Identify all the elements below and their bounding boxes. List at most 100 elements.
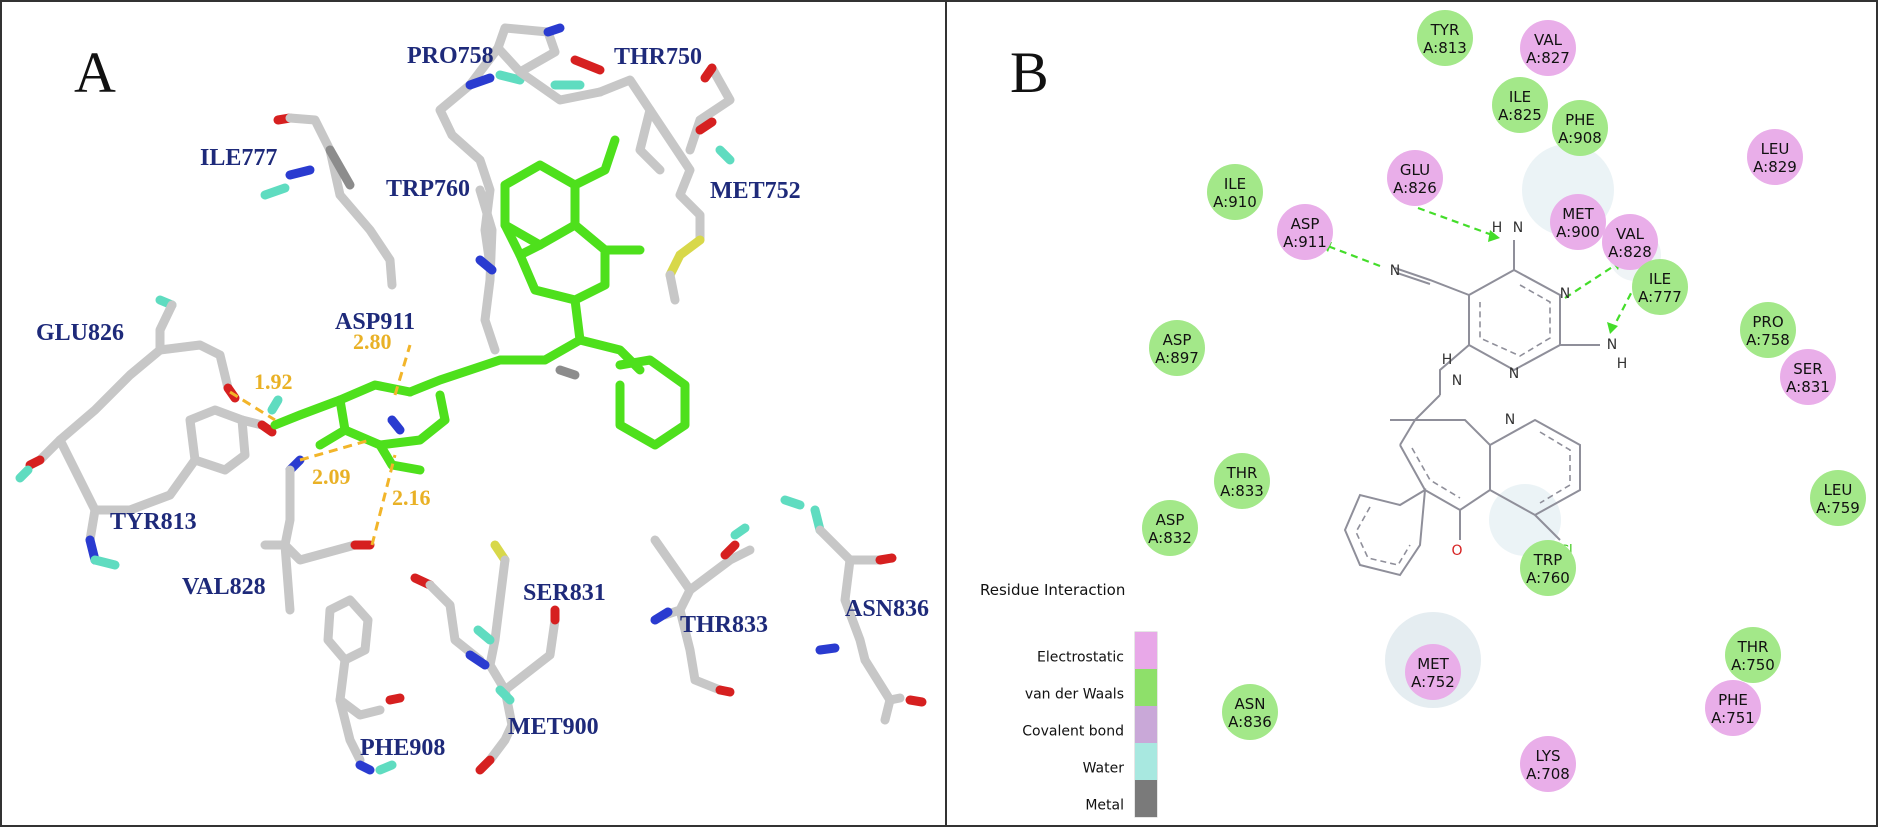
residue-id: A:758: [1746, 331, 1790, 349]
label-glu826: GLU826: [36, 320, 124, 346]
residue-circle: [1405, 644, 1461, 700]
atom-n-right: N: [1607, 337, 1617, 353]
residue-circle: [1780, 349, 1836, 405]
residue-name: TRP: [1533, 551, 1563, 569]
panel-b-letter: B: [1010, 40, 1049, 105]
residue-name: LEU: [1761, 140, 1790, 158]
residue-name: ASN: [1234, 695, 1265, 713]
legend-label-water: Water: [1083, 761, 1125, 777]
label-asn836: ASN836: [845, 596, 929, 622]
residue-id: A:752: [1411, 673, 1455, 691]
residue-name: ILE: [1509, 88, 1531, 106]
legend-swatch-water: [1135, 743, 1157, 780]
residue-id: A:828: [1608, 243, 1652, 261]
legend-title: Residue Interaction: [980, 581, 1125, 599]
residue-id: A:759: [1816, 499, 1860, 517]
residue-id: A:897: [1155, 349, 1199, 367]
residue-circle: [1214, 453, 1270, 509]
atom-n-top: N: [1513, 220, 1523, 236]
residue-id: A:900: [1556, 223, 1600, 241]
label-met752: MET752: [710, 178, 801, 204]
legend-swatch-metal: [1135, 780, 1157, 817]
residue-id: A:750: [1731, 656, 1775, 674]
label-val828: VAL828: [182, 574, 266, 600]
residue-id: A:833: [1220, 482, 1264, 500]
residue-name: MET: [1417, 655, 1449, 673]
residue-id: A:751: [1711, 709, 1755, 727]
residue-name: GLU: [1400, 161, 1430, 179]
atom-h-right: H: [1617, 356, 1628, 372]
residue-circle: [1602, 214, 1658, 270]
residue-circle: [1520, 736, 1576, 792]
residue-name: ILE: [1649, 270, 1671, 288]
legend-label-metal: Metal: [1085, 798, 1124, 814]
label-pro758: PRO758: [407, 43, 494, 69]
residue-id: A:777: [1638, 288, 1682, 306]
atom-o: O: [1451, 543, 1462, 559]
residue-name: PHE: [1718, 691, 1748, 709]
atom-n-ring1: N: [1560, 286, 1570, 302]
residue-id: A:832: [1148, 529, 1192, 547]
residue-name: LYS: [1535, 747, 1560, 765]
residue-circle: [1550, 194, 1606, 250]
distance-labels: 2.80 1.92 2.09 2.16: [254, 329, 431, 510]
distance-2-80: 2.80: [353, 329, 392, 354]
label-ser831: SER831: [523, 580, 606, 606]
residue-id: A:813: [1423, 39, 1467, 57]
atom-n-nitrile: N: [1390, 263, 1400, 279]
residue-name: ASP: [1156, 511, 1185, 529]
residue-circle: [1222, 684, 1278, 740]
legend-label-covalent-bond: Covalent bond: [1022, 724, 1124, 740]
panel-a-letter: A: [74, 40, 116, 105]
label-thr750: THR750: [614, 44, 702, 70]
residue-name: ASP: [1291, 215, 1320, 233]
residue-id: A:827: [1526, 49, 1570, 67]
label-tyr813: TYR813: [110, 509, 197, 535]
residue-name: LEU: [1824, 481, 1853, 499]
atom-n-ring2: N: [1509, 366, 1519, 382]
residue-name: THR: [1226, 464, 1258, 482]
residue-name: SER: [1793, 360, 1822, 378]
residue-circle: [1387, 150, 1443, 206]
residue-name: PRO: [1752, 313, 1783, 331]
residue-circle: [1520, 20, 1576, 76]
legend-swatch-electrostatic: [1135, 632, 1157, 669]
label-phe908: PHE908: [360, 735, 445, 761]
residue-name: TYR: [1430, 21, 1460, 39]
residue-id: A:708: [1526, 765, 1570, 783]
atom-n-quin1: N: [1505, 412, 1515, 428]
residue-circle: [1149, 320, 1205, 376]
residue-circle: [1277, 204, 1333, 260]
label-met900: MET900: [508, 714, 599, 740]
panel-a: A: [15, 23, 929, 775]
atom-h-link: H: [1442, 352, 1453, 368]
residue-circle: [1632, 259, 1688, 315]
residue-circle: [1747, 129, 1803, 185]
label-trp760: TRP760: [386, 176, 470, 202]
legend-swatch-van-der-waals: [1135, 669, 1157, 706]
panel-b: B: [980, 10, 1866, 818]
residue-id: A:831: [1786, 378, 1830, 396]
residue-name: PHE: [1565, 111, 1595, 129]
residue-circle: [1417, 10, 1473, 66]
residue-name: VAL: [1534, 31, 1563, 49]
